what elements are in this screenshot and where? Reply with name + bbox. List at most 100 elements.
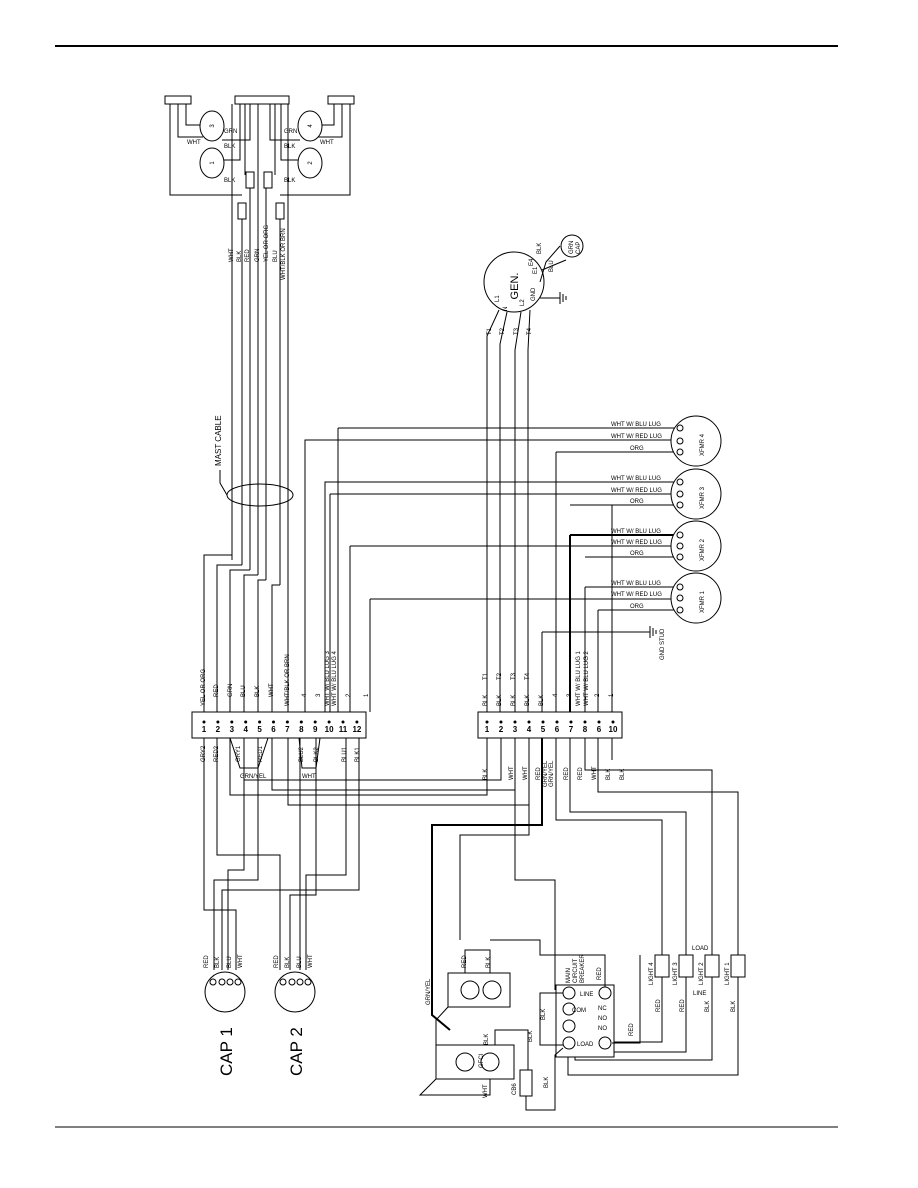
gfci-blk: BLK: [486, 957, 492, 968]
cap-1-label: CAP 1: [217, 1027, 236, 1076]
tb_right-screw: [485, 720, 489, 724]
lamp-2-wire: WHT: [320, 140, 334, 146]
xfmr1-name: XFMR 1: [700, 590, 706, 613]
grn-cap: [560, 234, 584, 258]
xfmr4-w1: WHT W/ BLU LUG: [611, 422, 661, 428]
tbl-top-12: 1: [364, 693, 370, 697]
tbl-bot-2: GRY1: [236, 745, 242, 762]
receptacle-lower: [435, 1044, 515, 1080]
light-3: LIGHT 3: [673, 962, 679, 985]
tb_right-screw: [583, 720, 587, 724]
gen-l2: L2: [520, 299, 526, 306]
lamp-heads: 3 1 4 2 GRN WHT BLK GRN WHT BLK BLK BLK: [164, 95, 355, 220]
tb_left-pin-number: 5: [257, 725, 262, 734]
tb_left-screw: [244, 720, 248, 724]
xfmr-2: [670, 520, 722, 572]
tbl-top-8: 3: [316, 693, 322, 697]
cb6-breaker: [519, 1069, 533, 1097]
grn-cap-l1: GRN: [569, 241, 575, 254]
tb_left-pin-number: 10: [325, 725, 334, 734]
cap1-w0: RED: [204, 955, 210, 968]
fuse-4: [275, 202, 285, 220]
tbr-bot-1: WHT: [509, 766, 515, 780]
tb_right-pin-number: 6: [597, 725, 602, 734]
light-4-breaker: [654, 954, 670, 978]
xfmr1-w2: WHT W/ RED LUG: [611, 592, 662, 598]
xfmr2-name: XFMR 2: [700, 538, 706, 561]
tb_right-pin-number: 1: [485, 725, 490, 734]
main-circuit-breaker: MAIN CIRCUIT BREAKER LINE LOAD COM NC NO…: [490, 939, 641, 1058]
lamp-1-wire2: BLK: [224, 144, 235, 150]
light-1-breaker: [730, 954, 746, 978]
tb_right-screw: [611, 720, 615, 724]
tbr-bot-2: WHT: [523, 766, 529, 780]
breaker-red-1: RED: [597, 967, 603, 980]
gfci-label: GFCI: [479, 1053, 485, 1068]
gen-lead-t1: T1: [487, 327, 493, 335]
tbl-top-11: 2: [346, 693, 352, 697]
tb_left-screw: [285, 720, 289, 724]
tbr-bot-5: GRN/YEL: [549, 760, 555, 787]
cap1-w2: BLU: [227, 956, 233, 968]
gfci-outlets: GFCI GRN/YEL RED BLK WHT BLK BLK BLK CB6: [418, 949, 564, 1111]
tbr-lead-t2: T2: [497, 672, 503, 680]
tb_right-pin-number: 8: [583, 725, 588, 734]
tbr-bot-8: WHT: [592, 766, 598, 780]
mast-cable-bundle: [226, 483, 294, 507]
breaker-title-1: MAIN: [566, 968, 572, 983]
tb_left-screw: [272, 720, 275, 724]
gfci-blk-3: BLK: [544, 1077, 550, 1088]
tbr-lead-t1: T1: [483, 672, 489, 680]
tbl-top-3: BLU: [241, 685, 247, 697]
tb_left-screw: [341, 720, 345, 724]
tbr-lead-t3: T3: [511, 672, 517, 680]
tb_left-screw: [299, 720, 303, 724]
tbr-bot-0: BLK: [483, 769, 489, 780]
cap-1: [204, 971, 246, 1013]
fuse-1: [245, 171, 255, 189]
xfmr4-w2: WHT W/ RED LUG: [611, 434, 662, 440]
gen-e4: E4: [529, 258, 535, 266]
breaker-title-2: CIRCUIT: [573, 958, 579, 983]
tb_right-pin-number: 4: [527, 725, 532, 734]
lamp-connector-right: [327, 95, 355, 105]
breaker-load: LOAD: [577, 1042, 594, 1048]
gen-blk: BLK: [537, 243, 543, 254]
tbl-bot-5: BLK2: [314, 747, 320, 762]
tbr-top-1: BLK: [497, 695, 503, 706]
mast-wire-0: WHT: [229, 248, 235, 262]
tb_left-pin-number: 7: [285, 725, 290, 734]
tbl-top-7: 4: [302, 693, 308, 697]
tbr-bot-9: BLK: [606, 769, 612, 780]
light-2-breaker: [704, 954, 720, 978]
light4-wire: RED: [656, 999, 662, 1012]
gen-gnd: GND: [531, 287, 537, 301]
light-2: LIGHT 2: [699, 962, 705, 985]
tbr-top-7: WHT W/ BLU LUG 1: [576, 650, 582, 706]
cap2-w1: BLK: [285, 957, 291, 968]
generator: GEN. L1 N L2 GND E1 E4 BLK BLU GRN CAP T…: [483, 234, 584, 715]
tb_right-pin-number: 10: [609, 725, 618, 734]
light-1: LIGHT 1: [725, 962, 731, 985]
gfci-wht: WHT: [483, 1084, 489, 1098]
mast-cable-wires: WHT BLK RED GRN YEL OR ORG BLU WHT/BLK O…: [214, 104, 294, 720]
tb-right-body: [477, 711, 623, 739]
light2-wire: BLK: [705, 1001, 711, 1012]
xfmr3-w2: WHT W/ RED LUG: [611, 488, 662, 494]
generator-circle: [483, 251, 545, 313]
tbr-top-3: BLK: [525, 695, 531, 706]
lamp-blk-right: BLK: [284, 178, 295, 184]
fuse-3: [237, 202, 247, 220]
xfmr2-w1: WHT W/ BLU LUG: [611, 529, 661, 535]
cap2-w0: RED: [274, 955, 280, 968]
tbl-bot-3: RED1: [258, 745, 264, 762]
light-3-breaker: [678, 954, 694, 978]
gen-lead-t4: T4: [527, 327, 533, 335]
tb_right-screw: [569, 720, 573, 724]
lamp-2-number: 2: [308, 161, 314, 165]
tb_right-pin-number: 6: [555, 725, 560, 734]
cap2-w3: WHT: [308, 954, 314, 968]
